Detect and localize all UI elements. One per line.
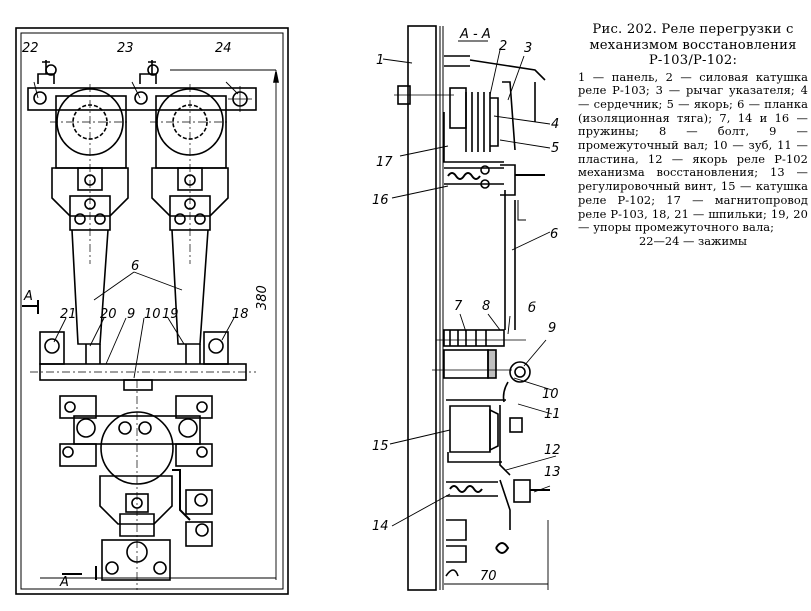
label-22: 22	[22, 41, 39, 56]
panel-outline	[15, 27, 289, 595]
label-4: 4	[551, 117, 559, 132]
label-11: 11	[544, 407, 561, 422]
dimension-380-label: 380	[255, 285, 270, 310]
label-16: 16	[372, 193, 389, 208]
section-marker-top-label: A	[23, 289, 33, 304]
label-9-front: 9	[127, 307, 135, 322]
label-delta: б	[528, 301, 536, 316]
dimension-70-label: 70	[480, 569, 497, 584]
relay-p103-left	[50, 84, 130, 345]
figure-caption: Рис. 202. Реле перегрузки с механизмом в…	[578, 22, 808, 249]
terminal-23	[134, 60, 159, 105]
label-7: 7	[454, 299, 463, 314]
label-23: 23	[117, 41, 134, 56]
label-13: 13	[544, 465, 561, 480]
terminal-22	[33, 60, 57, 105]
label-2: 2	[499, 39, 507, 54]
dimension-line-70	[444, 520, 549, 590]
label-20: 20	[100, 307, 117, 322]
label-9-section: 9	[548, 321, 556, 336]
label-10-front: 10	[144, 307, 161, 322]
label-17: 17	[376, 155, 393, 170]
figure-legend: 1 — панель, 2 — силовая катушка реле Р-1…	[578, 69, 808, 235]
panel-inner-outline	[20, 32, 284, 590]
label-8: 8	[482, 299, 490, 314]
label-18: 18	[232, 307, 249, 322]
dimension-arrow-top	[273, 71, 279, 83]
terminal-24	[228, 86, 252, 112]
label-12: 12	[544, 443, 561, 458]
terminal-bar	[27, 87, 257, 111]
section-lower-mechanism	[432, 329, 550, 577]
label-1: 1	[376, 53, 384, 68]
front-view	[15, 27, 289, 595]
label-10-section: 10	[542, 387, 559, 402]
section-title: A - A	[459, 27, 491, 42]
label-21: 21	[60, 307, 77, 322]
label-3: 3	[524, 41, 532, 56]
dimension-line-380	[40, 69, 277, 580]
label-6-front: 6	[131, 259, 139, 274]
label-15: 15	[372, 439, 389, 454]
section-relay-p103	[394, 55, 546, 196]
label-24: 24	[215, 41, 232, 56]
section-view	[394, 25, 550, 591]
label-6-section: 6	[550, 227, 558, 242]
section-marker-top-arrow	[22, 300, 39, 314]
label-19: 19	[162, 307, 179, 322]
label-5: 5	[551, 141, 559, 156]
label-14: 14	[372, 519, 389, 534]
leader-lines	[33, 49, 557, 527]
section-panel	[407, 25, 437, 591]
figure-legend-last: 22—24 — зажимы	[638, 233, 747, 248]
relay-p102	[59, 380, 213, 590]
section-insulating-bar	[504, 190, 516, 330]
relay-p103-right	[150, 84, 230, 345]
section-marker-bottom-label: A	[59, 575, 69, 590]
intermediate-shaft	[30, 331, 256, 391]
figure-title: Рис. 202. Реле перегрузки с механизмом в…	[589, 22, 797, 68]
